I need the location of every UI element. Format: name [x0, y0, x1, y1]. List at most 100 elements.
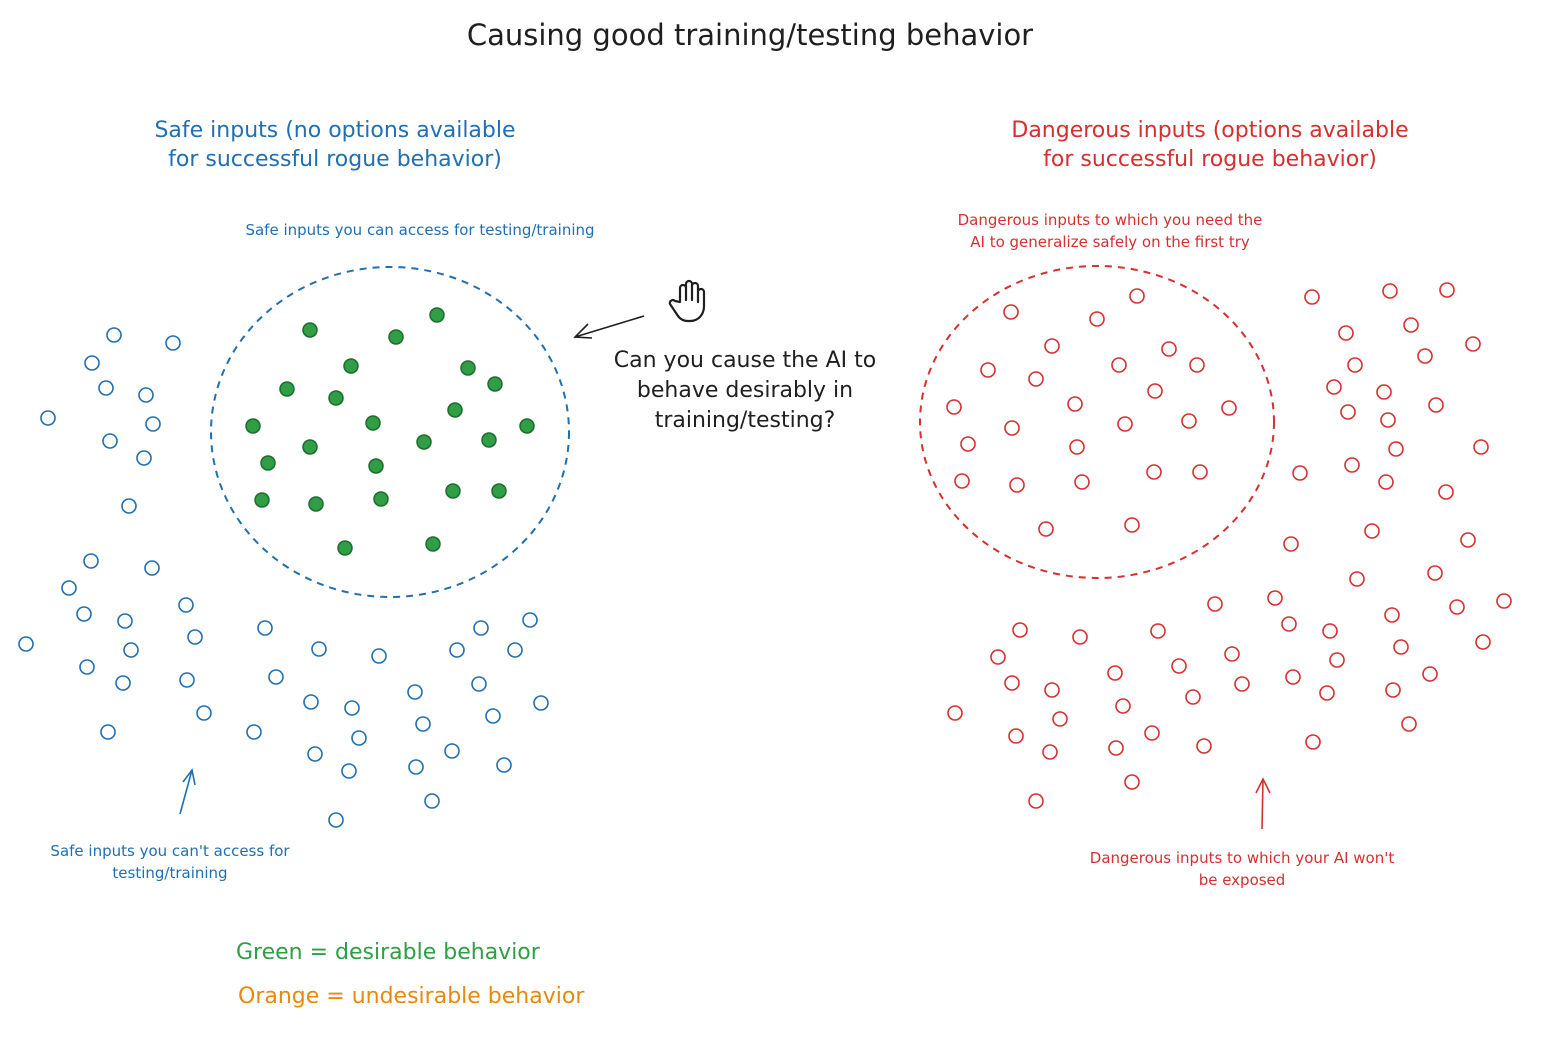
- desirable-input-dot: [429, 307, 445, 323]
- danger-input-dot: [1111, 357, 1127, 373]
- legend-undesirable: Orange = undesirable behavior: [238, 984, 585, 1009]
- danger-input-dot: [1067, 396, 1083, 412]
- safe-input-dot: [144, 560, 160, 576]
- desirable-input-dot: [260, 455, 276, 471]
- danger-input-dot: [1385, 682, 1401, 698]
- safe-input-dot: [40, 410, 56, 426]
- safe-input-dot: [522, 612, 538, 628]
- danger-input-dot: [1496, 593, 1512, 609]
- arrow-to-danger-outside: [1255, 777, 1271, 830]
- danger-input-dot: [1028, 793, 1044, 809]
- safe-inaccessible-inputs: [18, 327, 549, 828]
- desirable-input-dot: [487, 376, 503, 392]
- danger-input-dot: [1267, 590, 1283, 606]
- safe-inputs-heading: Safe inputs (no options available for su…: [154, 118, 516, 172]
- danger-input-dot: [1304, 289, 1320, 305]
- desirable-input-dot: [328, 390, 344, 406]
- danger-input-dot: [990, 649, 1006, 665]
- danger-input-dot: [1192, 464, 1208, 480]
- desirable-input-dot: [279, 381, 295, 397]
- danger-input-dot: [1382, 283, 1398, 299]
- desirable-input-dot: [302, 322, 318, 338]
- danger-input-dot: [1074, 474, 1090, 490]
- danger-input-dot: [1072, 629, 1088, 645]
- danger-input-dot: [1042, 744, 1058, 760]
- safe-input-dot: [79, 659, 95, 675]
- danger-input-dot: [1403, 317, 1419, 333]
- safe-accessible-inputs: [245, 307, 535, 556]
- danger-input-dot: [1283, 536, 1299, 552]
- safe-input-dot: [449, 642, 465, 658]
- safe-input-dot: [307, 746, 323, 762]
- safe-input-dot: [407, 684, 423, 700]
- safe-input-dot: [341, 763, 357, 779]
- danger-input-dot: [1044, 338, 1060, 354]
- danger-input-dot: [1376, 384, 1392, 400]
- danger-input-dot: [1475, 634, 1491, 650]
- danger-input-dot: [1422, 666, 1438, 682]
- danger-input-dot: [1004, 675, 1020, 691]
- danger-unexposed-inputs: [947, 282, 1512, 809]
- danger-input-dot: [1009, 477, 1025, 493]
- danger-input-dot: [1340, 404, 1356, 420]
- arrow-to-safe-region: [573, 315, 645, 339]
- desirable-input-dot: [447, 402, 463, 418]
- desirable-input-dot: [254, 492, 270, 508]
- danger-input-dot: [1449, 599, 1465, 615]
- danger-input-dot: [1329, 652, 1345, 668]
- danger-input-dot: [947, 705, 963, 721]
- safe-input-dot: [121, 498, 137, 514]
- danger-input-dot: [1003, 304, 1019, 320]
- danger-input-dot: [1028, 371, 1044, 387]
- safe-input-dot: [471, 676, 487, 692]
- danger-input-dot: [1124, 774, 1140, 790]
- danger-input-dot: [1044, 682, 1060, 698]
- safe-input-dot: [344, 700, 360, 716]
- safe-input-dot: [136, 450, 152, 466]
- safe-input-dot: [123, 642, 139, 658]
- desirable-input-dot: [368, 458, 384, 474]
- danger-input-dot: [1473, 439, 1489, 455]
- danger-input-dot: [1460, 532, 1476, 548]
- desirable-input-dot: [425, 536, 441, 552]
- danger-first-try-label: Dangerous inputs to which you need the A…: [957, 211, 1263, 251]
- danger-first-try-region: [919, 265, 1275, 579]
- danger-input-dot: [1388, 441, 1404, 457]
- danger-input-dot: [1322, 623, 1338, 639]
- safe-input-dot: [117, 613, 133, 629]
- danger-input-dot: [1181, 413, 1197, 429]
- danger-input-dot: [1364, 523, 1380, 539]
- safe-input-dot: [178, 597, 194, 613]
- danger-input-dot: [1234, 676, 1250, 692]
- safe-input-dot: [351, 730, 367, 746]
- safe-input-dot: [473, 620, 489, 636]
- legend-desirable: Green = desirable behavior: [236, 940, 540, 965]
- central-question: Can you cause the AI to behave desirably…: [613, 348, 877, 433]
- safe-input-dot: [328, 812, 344, 828]
- danger-input-dot: [1439, 282, 1455, 298]
- danger-unexposed-label: Dangerous inputs to which your AI won't …: [1089, 849, 1395, 889]
- safe-input-dot: [187, 629, 203, 645]
- danger-input-dot: [1281, 616, 1297, 632]
- danger-input-dot: [1144, 725, 1160, 741]
- danger-input-dot: [1069, 439, 1085, 455]
- safe-input-dot: [507, 642, 523, 658]
- danger-input-dot: [1285, 669, 1301, 685]
- danger-input-dot: [1349, 571, 1365, 587]
- danger-input-dot: [1107, 665, 1123, 681]
- danger-input-dot: [1129, 288, 1145, 304]
- danger-input-dot: [1115, 698, 1131, 714]
- safe-input-dot: [106, 327, 122, 343]
- safe-input-dot: [257, 620, 273, 636]
- danger-input-dot: [1038, 521, 1054, 537]
- safe-input-dot: [371, 648, 387, 664]
- safe-input-dot: [83, 553, 99, 569]
- desirable-input-dot: [302, 439, 318, 455]
- danger-input-dot: [954, 473, 970, 489]
- danger-input-dot: [1008, 728, 1024, 744]
- safe-input-dot: [138, 387, 154, 403]
- safe-input-dot: [196, 705, 212, 721]
- desirable-input-dot: [388, 329, 404, 345]
- desirable-input-dot: [445, 483, 461, 499]
- danger-input-dot: [1378, 474, 1394, 490]
